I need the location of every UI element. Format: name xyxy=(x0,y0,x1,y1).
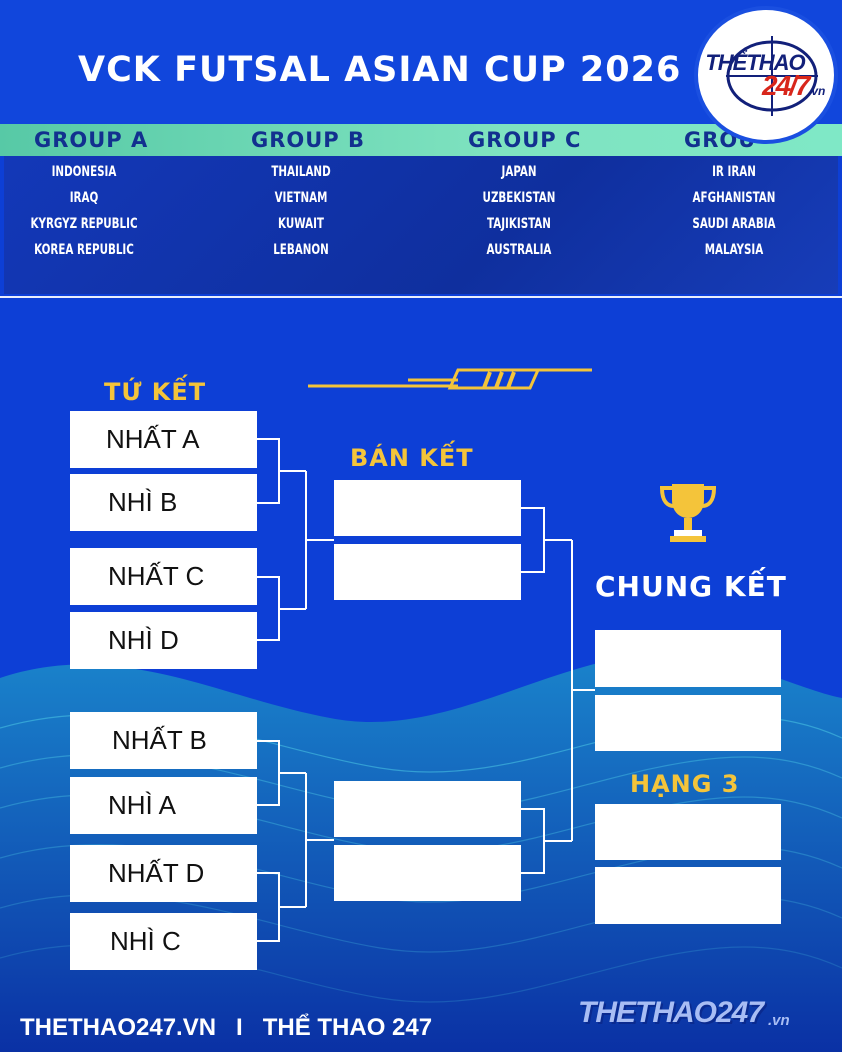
slot-label: NHẤT D xyxy=(108,858,205,888)
quarterfinal-slot: NHẤT B xyxy=(70,712,257,769)
final-label: CHUNG KẾT xyxy=(595,570,787,603)
team-name: INDONESIA xyxy=(51,164,117,180)
semifinal-label: BÁN KẾT xyxy=(350,444,474,472)
quarterfinal-slot: NHÌ D xyxy=(70,612,257,669)
third-place-slot xyxy=(595,867,781,924)
decorative-stripe-icon xyxy=(308,368,592,390)
third-place-slot xyxy=(595,804,781,860)
group-c-title: GROUP C xyxy=(468,128,582,152)
team-name: VIETNAM xyxy=(274,190,328,206)
team-name: TAJIKISTAN xyxy=(487,216,551,232)
quarterfinal-slot: NHÌ A xyxy=(70,777,257,834)
slot-label: NHẤT B xyxy=(112,725,207,755)
team-name: MALAYSIA xyxy=(704,242,764,258)
team-name: JAPAN xyxy=(501,164,537,180)
footer-brand-logo: THETHAO247 xyxy=(578,996,764,1029)
quarterfinal-slot: NHÌ C xyxy=(70,913,257,970)
third-place-label: HẠNG 3 xyxy=(630,770,740,798)
footer-site-text: THETHAO247.VN I THỂ THAO 247 xyxy=(20,1014,433,1041)
team-name: AFGHANISTAN xyxy=(692,190,776,206)
team-name: KUWAIT xyxy=(278,216,324,232)
slot-label: NHẤT C xyxy=(108,561,205,591)
group-b-title: GROUP B xyxy=(251,128,366,152)
brand-logo: THỂTHAO 24/7 .vn xyxy=(694,6,838,144)
trophy-icon xyxy=(659,484,717,542)
logo-swoosh-icon xyxy=(726,36,818,116)
semifinal-slot xyxy=(334,544,521,600)
slot-label: NHÌ A xyxy=(108,790,176,820)
logo-number: 24/7 xyxy=(762,70,810,101)
semifinal-slot xyxy=(334,781,521,837)
slot-label: NHÌ B xyxy=(108,487,178,517)
team-name: THAILAND xyxy=(271,164,331,180)
final-slot xyxy=(595,630,781,687)
final-slot xyxy=(595,695,781,751)
logo-text: THỂTHAO xyxy=(705,50,805,75)
quarterfinal-slot: NHẤT C xyxy=(70,548,257,605)
team-name: IRAQ xyxy=(69,190,99,206)
quarterfinal-slot: NHẤT D xyxy=(70,845,257,902)
logo-domain: .vn xyxy=(808,84,826,98)
semifinal-slot xyxy=(334,845,521,901)
team-name: KOREA REPUBLIC xyxy=(34,242,134,258)
team-name: UZBEKISTAN xyxy=(482,190,556,206)
slot-label: NHẤT A xyxy=(106,424,200,454)
team-name: LEBANON xyxy=(273,242,329,258)
quarterfinal-slot: NHẤT A xyxy=(70,411,257,468)
slot-label: NHÌ C xyxy=(110,926,181,956)
footer-brand-suffix: .vn xyxy=(768,1012,790,1029)
team-name: SAUDI ARABIA xyxy=(692,216,776,232)
team-name: IR IRAN xyxy=(712,164,756,180)
slot-label: NHÌ D xyxy=(108,625,179,655)
team-name: KYRGYZ REPUBLIC xyxy=(30,216,138,232)
groups-panel xyxy=(4,156,838,294)
team-name: AUSTRALIA xyxy=(486,242,552,258)
section-divider xyxy=(0,296,842,298)
group-a-title: GROUP A xyxy=(34,128,149,152)
groups-header-band xyxy=(0,124,842,156)
semifinal-slot xyxy=(334,480,521,536)
page-title: VCK FUTSAL ASIAN CUP 2026 xyxy=(78,50,682,90)
quarterfinal-label: TỨ KẾT xyxy=(104,378,207,406)
quarterfinal-slot: NHÌ B xyxy=(70,474,257,531)
